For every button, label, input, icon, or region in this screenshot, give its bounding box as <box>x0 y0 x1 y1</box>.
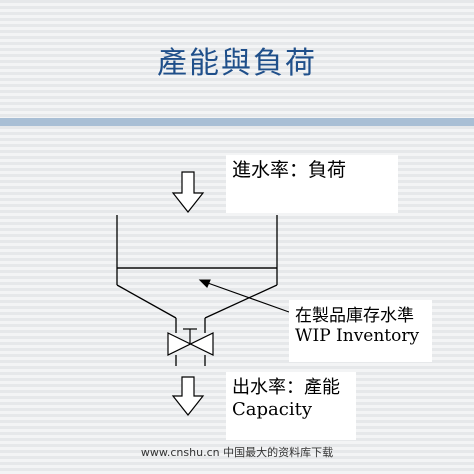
outflow-label: 出水率：產能 Capacity <box>226 372 356 440</box>
wip-label-en: WIP Inventory <box>295 326 420 347</box>
inflow-label: 進水率：負荷 <box>226 155 398 213</box>
inflow-label-text: 進水率：負荷 <box>232 159 347 181</box>
pointer-arrow-icon <box>198 279 290 313</box>
inflow-arrow-icon <box>171 171 205 213</box>
tank-walls <box>116 215 278 285</box>
wip-label-zh: 在製品庫存水準 <box>295 306 414 326</box>
footer-watermark: www.cnshu.cn 中国最大的资料库下载 <box>140 446 334 459</box>
title-rule <box>0 118 474 126</box>
wip-label: 在製品庫存水準 WIP Inventory <box>289 300 432 362</box>
outflow-label-zh: 出水率：產能 <box>232 377 340 398</box>
outflow-label-en: Capacity <box>232 398 312 420</box>
outflow-arrow-icon <box>171 376 205 416</box>
tank-funnel <box>116 284 278 366</box>
valve-icon <box>167 328 214 356</box>
slide-title: 產能與負荷 <box>157 46 317 81</box>
